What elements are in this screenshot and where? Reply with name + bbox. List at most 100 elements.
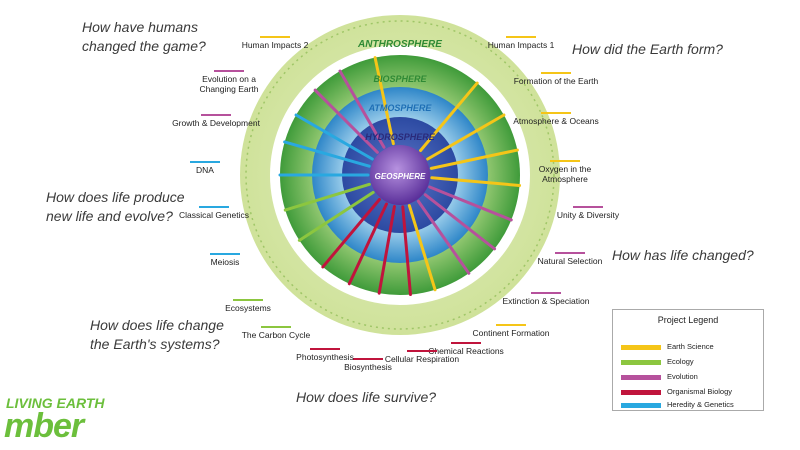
unit-color-bar [496, 324, 526, 326]
unit-spoke [419, 81, 479, 152]
geosphere-label: GEOSPHERE [375, 172, 426, 181]
unit-spoke [377, 205, 396, 295]
unit-label: Human Impacts 2 [230, 36, 320, 50]
unit-color-bar [555, 252, 585, 254]
unit-label-text: The Carbon Cycle [241, 330, 311, 340]
unit-label-text: Classical Genetics [179, 210, 249, 220]
question-life-produce: How does life produce new life and evolv… [46, 189, 185, 224]
unit-label: Chemical Reactions [421, 342, 511, 356]
biosphere-label: BIOSPHERE [373, 74, 427, 84]
logo-top-text: LIVING EARTH [6, 395, 105, 411]
unit-label: Unity & Diversity [543, 206, 633, 220]
unit-label: Atmosphere & Oceans [511, 112, 601, 126]
unit-spoke [347, 202, 388, 286]
unit-label-text: Continent Formation [472, 328, 550, 338]
anthrosphere-dots [245, 20, 555, 330]
legend-title: Project Legend [657, 315, 719, 325]
unit-spoke [294, 113, 374, 161]
unit-label-text: Evolution on a Changing Earth [199, 74, 259, 94]
unit-label-text: Growth & Development [172, 118, 260, 128]
unit-color-bar [550, 160, 580, 162]
unit-spoke [338, 69, 386, 149]
unit-label: Formation of the Earth [511, 72, 601, 86]
unit-label: Oxygen in the Atmosphere [520, 160, 610, 184]
unit-color-bar [199, 206, 229, 208]
logo-bottom-text: mber [4, 407, 84, 445]
unit-label-text: Unity & Diversity [556, 210, 620, 220]
unit-spoke [283, 182, 371, 212]
unit-label: Classical Genetics [169, 206, 259, 220]
unit-label-text: DNA [196, 165, 214, 175]
legend-item-ecology: Ecology [621, 357, 694, 367]
unit-spoke [401, 205, 412, 297]
unit-spoke [283, 140, 371, 168]
unit-label: Ecosystems [203, 299, 293, 313]
unit-label-text: Biosynthesis [344, 362, 392, 372]
unit-spoke [297, 190, 375, 242]
project-legend: Project Legend Earth Science Ecology Evo… [612, 309, 764, 411]
atmosphere-label: ATMOSPHERE [368, 103, 433, 113]
unit-spoke [416, 199, 471, 275]
unit-color-bar [573, 206, 603, 208]
unit-spoke [430, 176, 522, 187]
unit-spoke [428, 185, 513, 222]
unit-color-bar [310, 348, 340, 350]
unit-spoke [407, 204, 437, 292]
unit-label-text: Human Impacts 1 [487, 40, 555, 50]
anthrosphere-label: ANTHROSPHERE [357, 39, 442, 50]
legend-item-organismal: Organismal Biology [621, 387, 732, 397]
legend-item-earth-science: Earth Science [621, 342, 714, 352]
unit-color-bar [260, 36, 290, 38]
unit-label: Growth & Development [171, 114, 261, 128]
question-life-changed: How has life changed? [612, 247, 754, 263]
unit-spoke [426, 113, 506, 161]
unit-color-bar [261, 326, 291, 328]
unit-label: Extinction & Speciation [501, 292, 591, 306]
unit-spoke [313, 88, 379, 154]
unit-color-bar [506, 36, 536, 38]
unit-color-bar [201, 114, 231, 116]
unit-label: Natural Selection [525, 252, 615, 266]
unit-label-text: Ecosystems [225, 303, 271, 313]
unit-label: Evolution on a Changing Earth [184, 70, 274, 94]
unit-label: Cellular Respiration [377, 350, 467, 364]
unit-label: Photosynthesis [280, 348, 370, 362]
unit-spoke [321, 198, 381, 269]
legend-item-heredity: Heredity & Genetics [621, 400, 734, 410]
unit-label-text: Chemical Reactions [428, 346, 504, 356]
unit-label-text: Oxygen in the Atmosphere [538, 164, 592, 184]
unit-label-text: Formation of the Earth [513, 76, 599, 86]
unit-label-text: Human Impacts 2 [241, 40, 309, 50]
unit-label-text: Meiosis [210, 257, 240, 267]
unit-label-text: Cellular Respiration [384, 354, 460, 364]
geosphere-core [370, 145, 430, 205]
question-earth-form: How did the Earth form? [572, 41, 723, 57]
legend-swatch [621, 374, 661, 380]
unit-color-bar [407, 350, 437, 352]
unit-label: The Carbon Cycle [231, 326, 321, 340]
unit-label: DNA [160, 161, 250, 175]
unit-color-bar [233, 299, 263, 301]
unit-spoke [373, 56, 395, 146]
legend-swatch [621, 344, 661, 350]
unit-spoke [423, 193, 497, 251]
unit-label-text: Natural Selection [537, 256, 603, 266]
unit-label-text: Atmosphere & Oceans [513, 116, 599, 126]
legend-swatch [621, 402, 661, 408]
unit-color-bar [353, 358, 383, 360]
legend-swatch [621, 389, 661, 395]
unit-label-text: Extinction & Speciation [502, 296, 590, 306]
unit-color-bar [541, 72, 571, 74]
legend-item-evolution: Evolution [621, 372, 698, 382]
unit-label-text: Photosynthesis [296, 352, 354, 362]
unit-label: Biosynthesis [323, 358, 413, 372]
question-humans: How have humans changed the game? [82, 19, 206, 54]
legend-swatch [621, 359, 661, 365]
hydrosphere-label: HYDROSPHERE [365, 132, 436, 142]
unit-label: Human Impacts 1 [476, 36, 566, 50]
question-life-survive: How does life survive? [296, 389, 437, 405]
question-life-change-systems: How does life change the Earth's systems… [90, 317, 224, 352]
unit-color-bar [214, 70, 244, 72]
